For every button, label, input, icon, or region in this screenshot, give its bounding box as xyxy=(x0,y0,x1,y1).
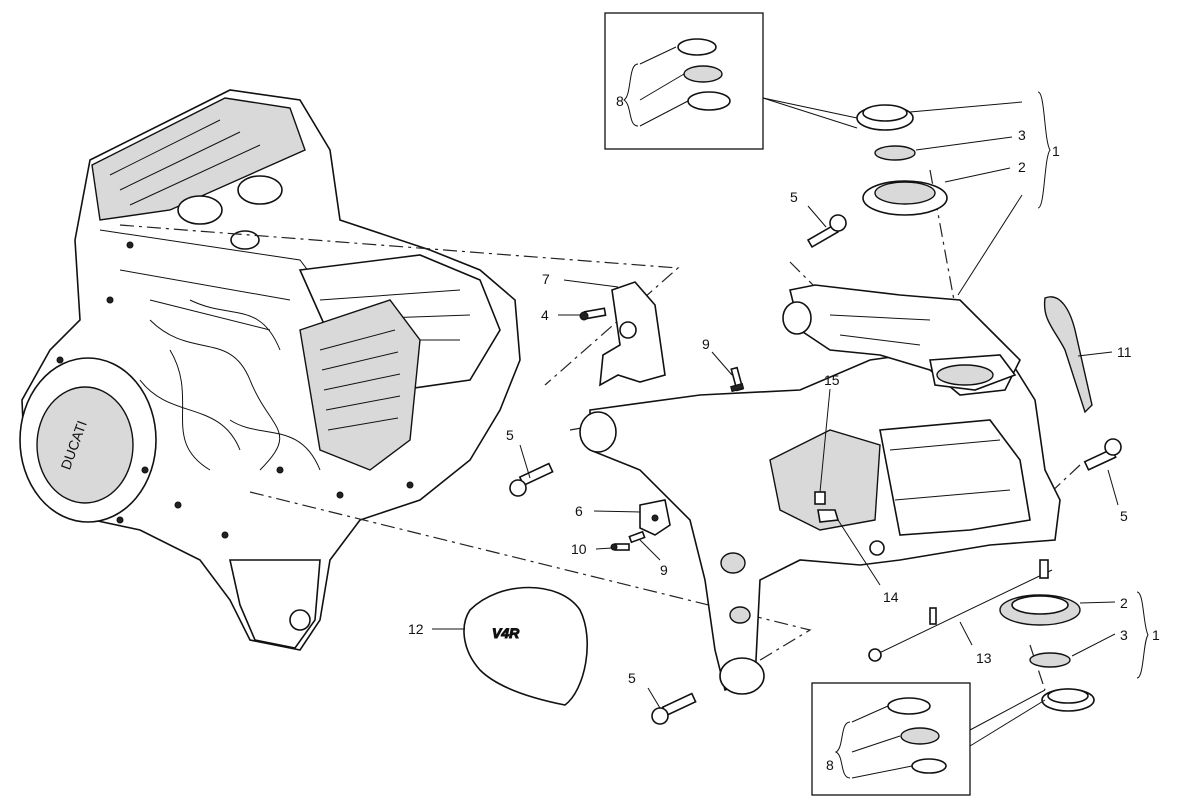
leader-lines xyxy=(432,91,1149,709)
inset-detail-bottom xyxy=(811,682,1046,796)
inset-detail-top xyxy=(604,12,858,150)
bearing-stack-bottom xyxy=(999,594,1095,712)
bolt-part-5-right xyxy=(1083,438,1122,471)
callout-15: 15 xyxy=(824,372,840,388)
callout-14: 14 xyxy=(883,589,899,605)
callout-3-top: 3 xyxy=(1018,127,1026,143)
callout-2-top: 2 xyxy=(1018,159,1026,175)
callout-1-bottom: 1 xyxy=(1152,627,1160,643)
callout-3-bottom: 3 xyxy=(1120,627,1128,643)
bolt-part-9-lower xyxy=(628,530,646,544)
callout-6: 6 xyxy=(575,503,583,519)
engine-assembly: DUCATI xyxy=(19,89,521,651)
cover-part-12: V4R xyxy=(463,586,588,706)
callout-8-top: 8 xyxy=(616,93,624,109)
callout-numbers: 1 2 3 8 5 7 4 9 11 15 5 5 6 10 9 14 12 1… xyxy=(408,93,1160,773)
callout-5-left: 5 xyxy=(506,427,514,443)
callout-2-bottom: 2 xyxy=(1120,595,1128,611)
bolt-part-9-top xyxy=(730,366,745,393)
callout-7: 7 xyxy=(542,271,550,287)
callout-5-bottom: 5 xyxy=(628,670,636,686)
bolt-part-5-bottom xyxy=(651,692,697,725)
bolt-part-5-upper xyxy=(806,214,847,249)
callout-11: 11 xyxy=(1117,344,1132,360)
sensor-bracket-part-6 xyxy=(639,499,671,536)
callout-1-top: 1 xyxy=(1052,143,1060,159)
part-15-screw xyxy=(814,491,826,505)
cover-marking: V4R xyxy=(492,625,520,641)
bolt-part-5-left xyxy=(509,462,554,497)
bracket-part-11 xyxy=(1043,296,1093,414)
bearing-stack-top xyxy=(856,104,948,216)
callout-12: 12 xyxy=(408,621,424,637)
callout-10: 10 xyxy=(571,541,587,557)
part-14-clip xyxy=(817,509,840,523)
bracket-part-7 xyxy=(599,281,666,387)
callout-9-lower: 9 xyxy=(660,562,668,578)
callout-4: 4 xyxy=(541,307,549,323)
screw-part-10 xyxy=(610,543,630,551)
bolt-part-4 xyxy=(579,307,607,321)
callout-13: 13 xyxy=(976,650,992,666)
callout-5-right: 5 xyxy=(1120,508,1128,524)
callout-9-top: 9 xyxy=(702,336,710,352)
callout-8-bottom: 8 xyxy=(826,757,834,773)
callout-5-upper: 5 xyxy=(790,189,798,205)
rod-part-13 xyxy=(868,559,1053,662)
